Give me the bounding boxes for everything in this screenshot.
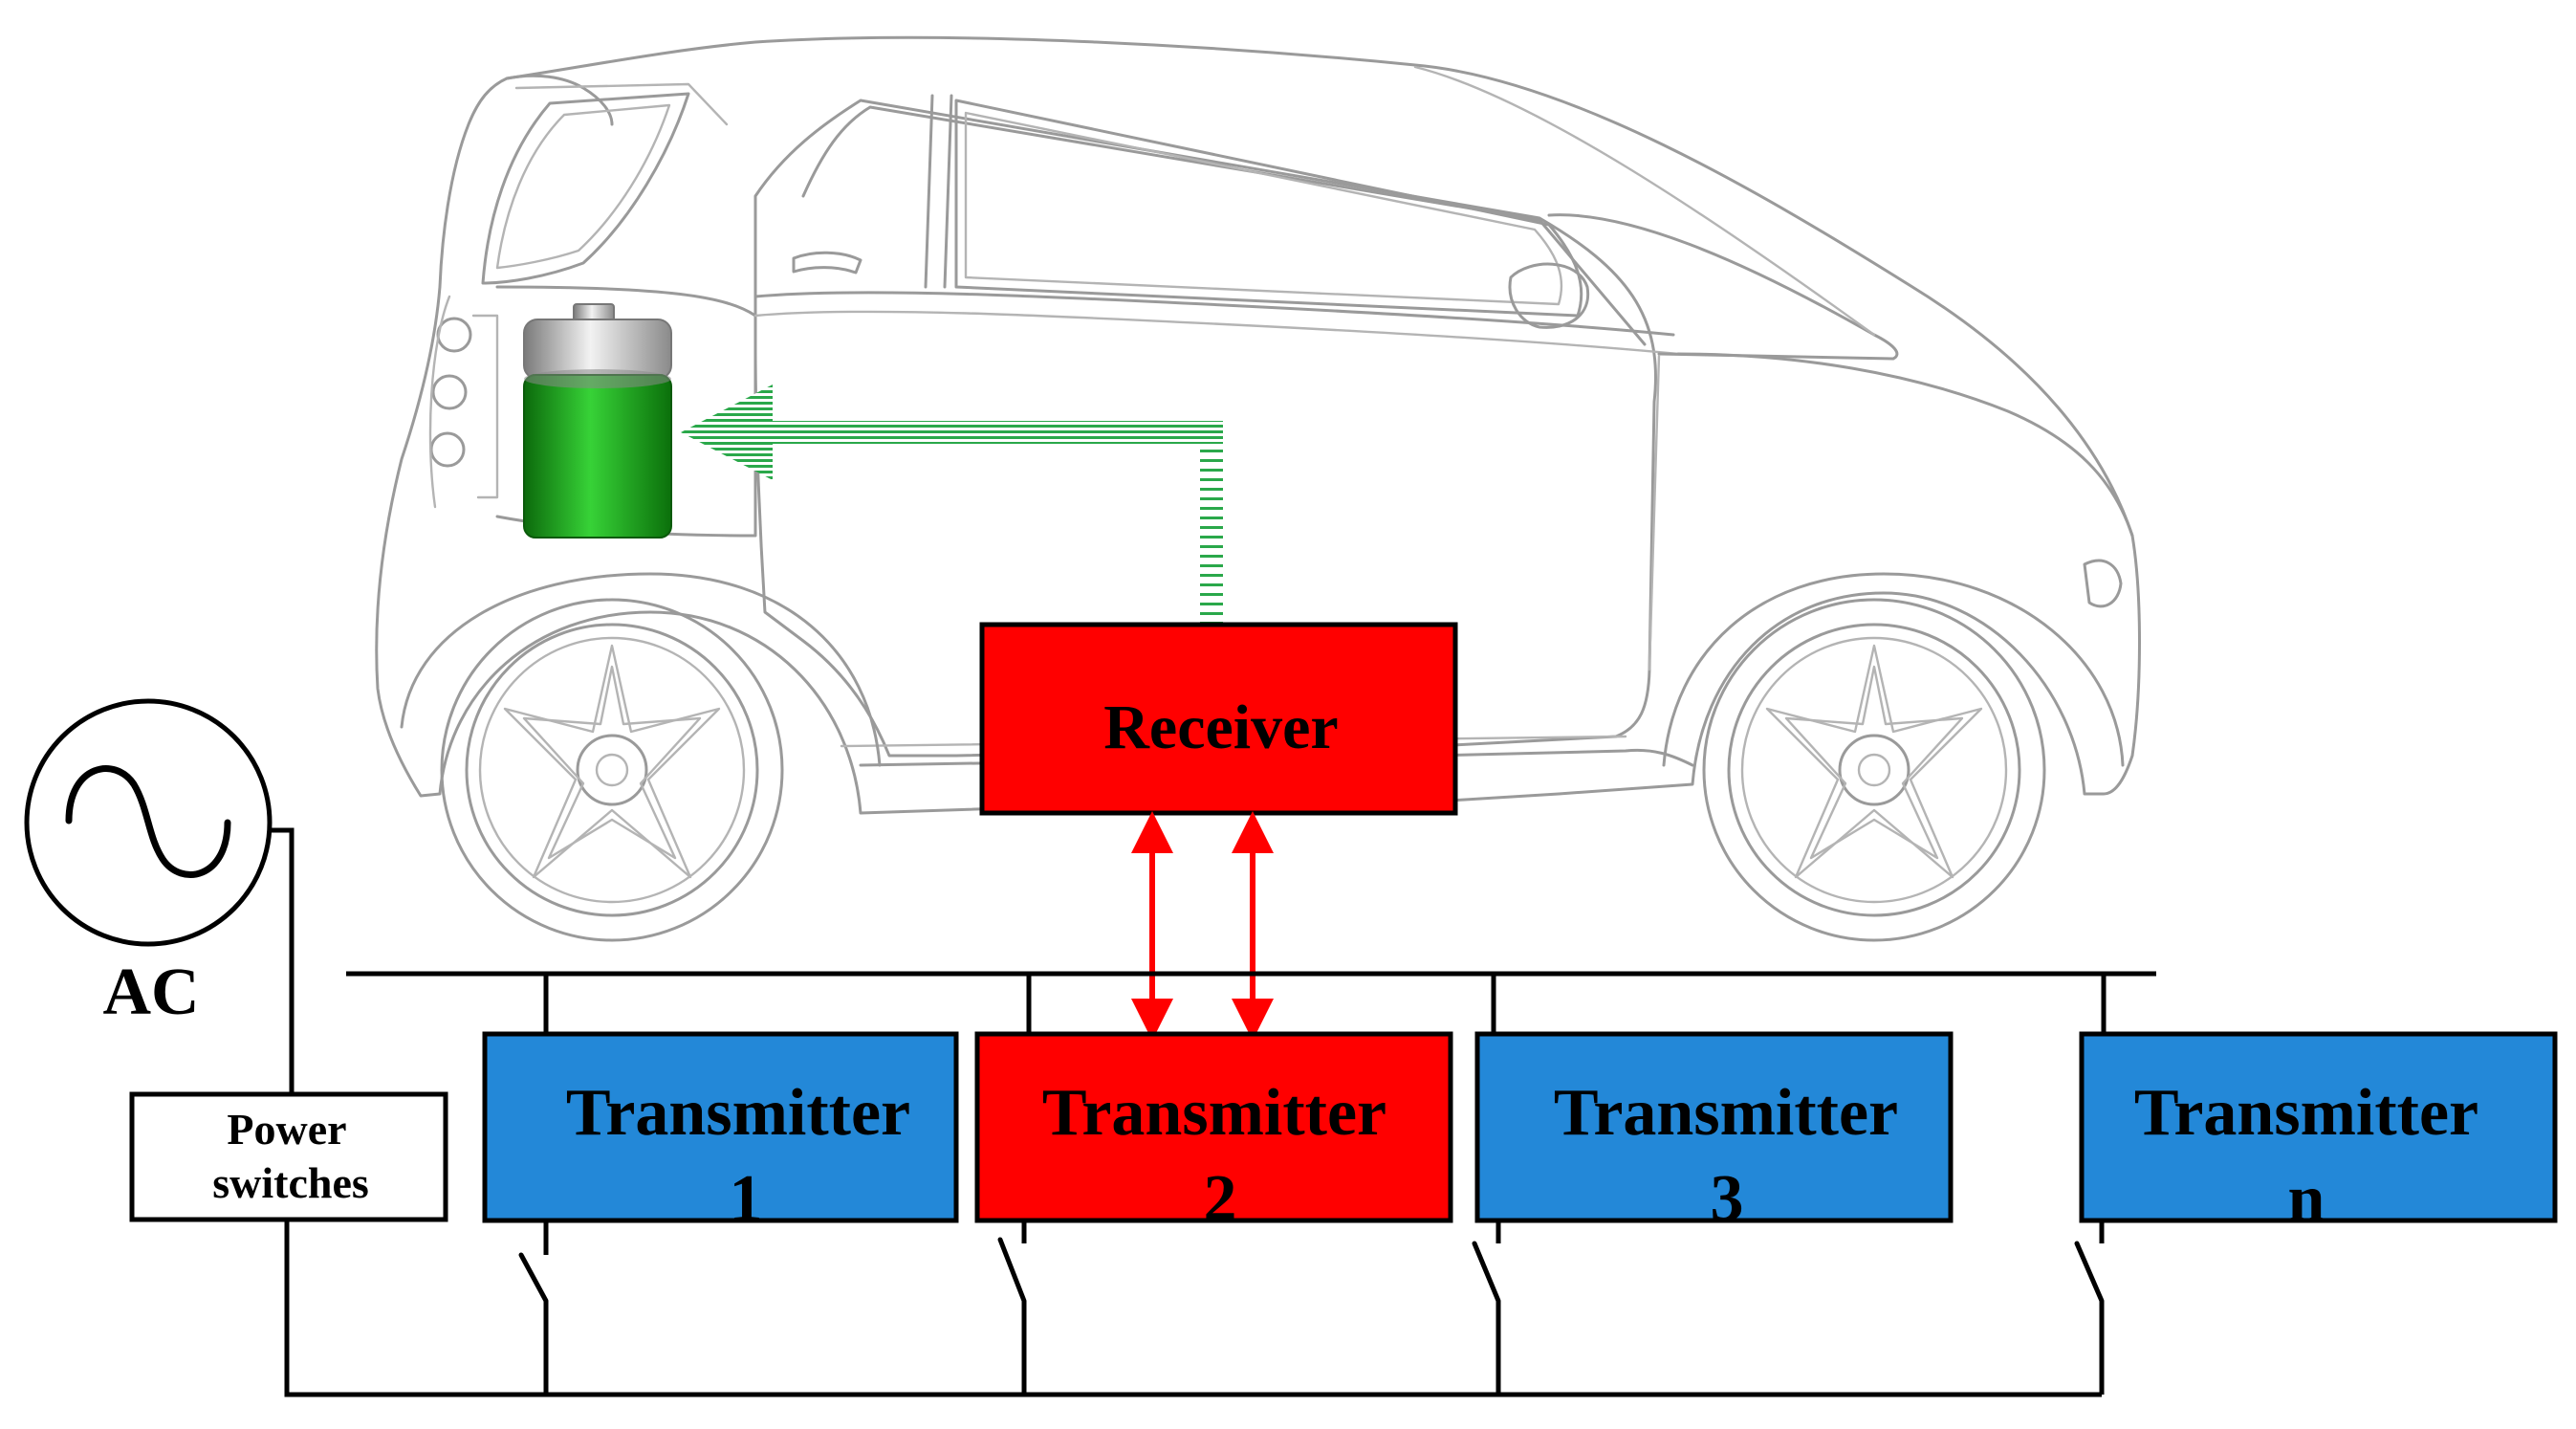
bus-wiring bbox=[270, 827, 2156, 1397]
transmitter-label: Transmitter bbox=[1554, 1076, 1898, 1150]
power-switches-box: Power switches bbox=[129, 1091, 448, 1222]
power-flow-arrow bbox=[681, 385, 1223, 633]
transmitter-3: Transmitter 3 bbox=[1474, 1031, 1954, 1236]
car-icon bbox=[375, 35, 2141, 942]
switch-icon bbox=[518, 1237, 2105, 1304]
transmitter-n: Transmitter n bbox=[2079, 1031, 2558, 1236]
transmitter-index: 1 bbox=[730, 1162, 763, 1236]
ac-source: AC bbox=[24, 698, 273, 1029]
transmitter-2: Transmitter 2 bbox=[974, 1031, 1453, 1236]
transmitter-label: Transmitter bbox=[1042, 1076, 1386, 1150]
rear-wheel-icon bbox=[440, 598, 784, 942]
receiver-label: Receiver bbox=[1103, 693, 1338, 762]
ac-label: AC bbox=[102, 956, 199, 1029]
power-switches-line1: Power bbox=[227, 1105, 346, 1154]
power-switches-line2: switches bbox=[212, 1158, 369, 1207]
receiver-box: Receiver bbox=[979, 622, 1458, 816]
transmitter-label: Transmitter bbox=[566, 1076, 910, 1150]
transmitter-index: n bbox=[2288, 1162, 2325, 1236]
battery-icon bbox=[523, 303, 672, 539]
transmitter-index: 2 bbox=[1204, 1162, 1237, 1236]
comm-arrows bbox=[1131, 811, 1274, 1041]
transmitter-label: Transmitter bbox=[2134, 1076, 2478, 1150]
transmitter-index: 3 bbox=[1711, 1162, 1744, 1236]
front-wheel-icon bbox=[1702, 598, 2046, 942]
transmitter-1: Transmitter 1 bbox=[482, 1031, 959, 1236]
